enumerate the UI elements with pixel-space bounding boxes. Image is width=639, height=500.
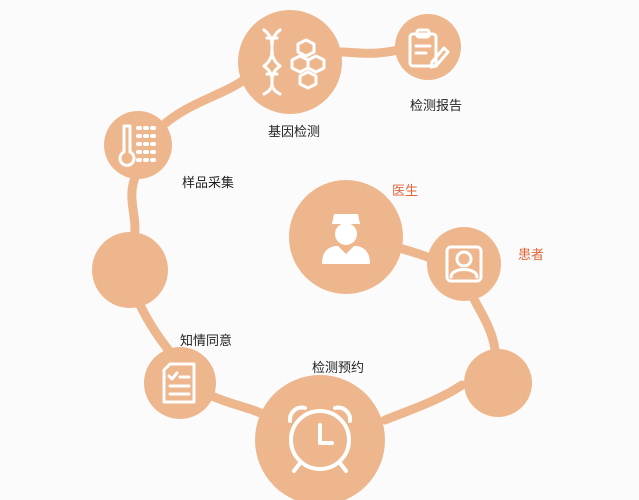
test-report-label: 检测报告 bbox=[410, 99, 463, 114]
dna-hexagon-icon bbox=[262, 28, 326, 96]
patient-node bbox=[427, 227, 501, 301]
informed-consent-node bbox=[144, 347, 216, 419]
gene-test-node bbox=[238, 10, 342, 114]
blank-node-right bbox=[464, 349, 532, 417]
sample-collection-label: 样品采集 bbox=[182, 176, 235, 191]
patient-label: 患者 bbox=[518, 248, 545, 263]
connector-report-gene bbox=[335, 45, 403, 58]
document-checklist-icon bbox=[162, 362, 196, 404]
informed-consent-label: 知情同意 bbox=[180, 334, 233, 349]
nodes bbox=[92, 10, 532, 500]
gene-test-label: 基因检测 bbox=[268, 125, 321, 140]
clipboard-pen-icon bbox=[408, 28, 450, 69]
connector-sample-blank bbox=[127, 170, 141, 245]
thermometer-grid-icon bbox=[118, 124, 156, 167]
user-icon bbox=[445, 245, 483, 283]
doctor-label: 医生 bbox=[392, 184, 419, 199]
blank-node bbox=[92, 232, 168, 308]
test-appointment-label: 检测预约 bbox=[312, 361, 365, 376]
doctor-icon bbox=[322, 214, 370, 264]
alarm-clock-icon bbox=[287, 405, 353, 473]
connector-gene-sample bbox=[155, 70, 255, 133]
connector-appointment-right bbox=[380, 380, 467, 425]
